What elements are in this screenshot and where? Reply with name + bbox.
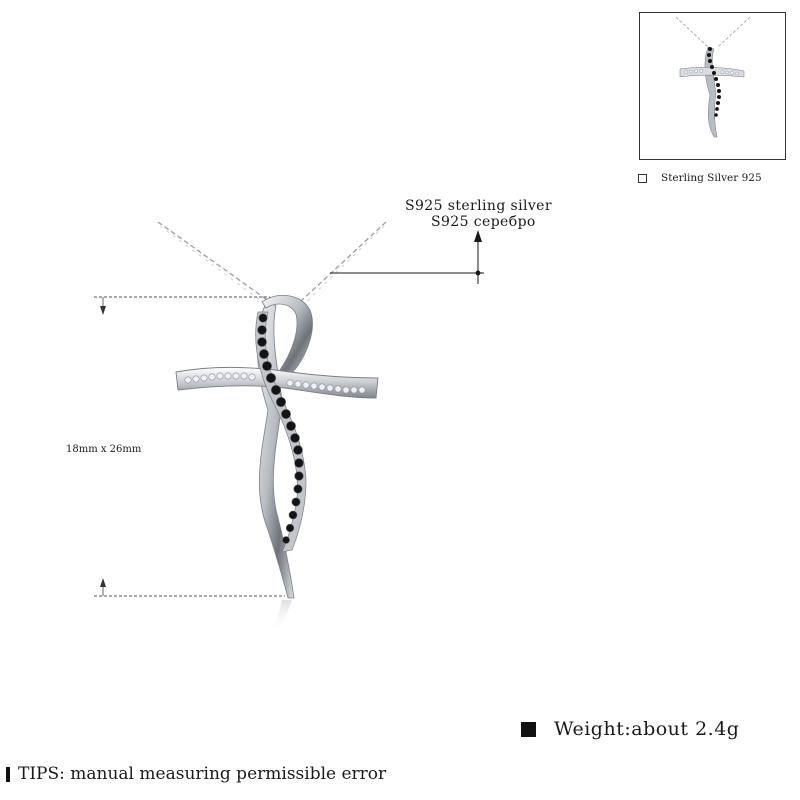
dimensions-label: 18mm x 26mm — [66, 444, 142, 455]
chain-right — [299, 221, 387, 307]
thumbnail-checkbox[interactable] — [638, 173, 647, 183]
material-pointer — [330, 230, 484, 284]
thumbnail-caption: Sterling Silver 925 — [661, 172, 762, 184]
material-label-russian: S925 серебро — [431, 214, 536, 230]
tips-bullet-icon — [6, 766, 10, 782]
weight-label: Weight:about 2.4g — [554, 718, 740, 740]
weight-bullet-icon — [521, 721, 536, 737]
thumbnail-option[interactable] — [639, 12, 786, 160]
tips-label: TIPS: manual measuring permissible error — [18, 764, 387, 784]
tips-row: TIPS: manual measuring permissible error — [6, 764, 386, 784]
chain-left — [157, 221, 271, 307]
dimension-guides — [94, 296, 285, 597]
clear-stones — [184, 372, 366, 394]
thumbnail-image — [675, 16, 751, 138]
pendant-reflection — [272, 600, 292, 634]
black-stones — [257, 313, 304, 544]
thumbnail-caption-row[interactable]: Sterling Silver 925 — [638, 170, 762, 186]
weight-row: Weight:about 2.4g — [521, 718, 739, 740]
material-label-english: S925 sterling silver — [405, 198, 552, 214]
